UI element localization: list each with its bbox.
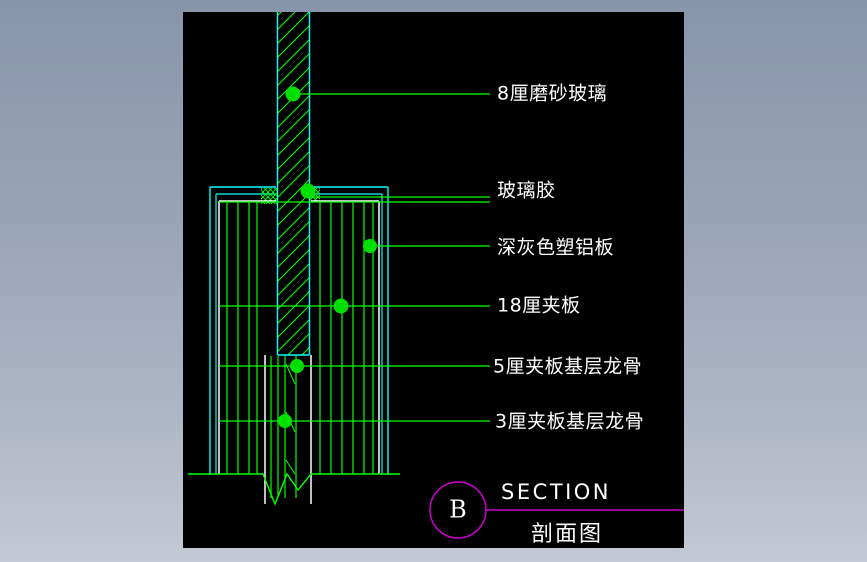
center-keel-detail (270, 356, 297, 498)
section-bubble-letter: B (449, 496, 467, 524)
leader-dot-plywood18 (333, 298, 349, 314)
keel-tick-3 (285, 459, 296, 475)
section-marker[interactable]: B SECTION 剖面图 (429, 480, 684, 547)
panel-cross-rules (219, 196, 490, 422)
cad-drawing-svg[interactable]: 8厘磨砂玻璃 玻璃胶 深灰色塑铝板 18厘夹板 5厘夹板基层龙骨 3厘夹板基层龙… (183, 12, 684, 548)
leader-dot-keel5 (290, 359, 304, 373)
label-keel-3: 3厘夹板基层龙骨 (495, 411, 644, 433)
keel-tick-1 (285, 363, 296, 385)
leader-dots (278, 86, 377, 428)
label-glass: 8厘磨砂玻璃 (497, 83, 607, 105)
label-keel-5: 5厘夹板基层龙骨 (493, 356, 642, 378)
label-plywood-18: 18厘夹板 (497, 295, 581, 317)
glue-bead-left (261, 188, 277, 204)
plywood-hatch-left (226, 202, 258, 474)
aluminum-panel-box (209, 186, 389, 475)
glass-pane-assembly (276, 12, 311, 356)
glass-hatch-fill (277, 12, 310, 355)
section-title-en: SECTION (501, 480, 611, 504)
base-profile (188, 472, 400, 506)
annotation-labels: 8厘磨砂玻璃 玻璃胶 深灰色塑铝板 18厘夹板 5厘夹板基层龙骨 3厘夹板基层龙… (493, 83, 644, 433)
label-glass-glue: 玻璃胶 (497, 180, 556, 202)
cad-drawing-canvas[interactable]: 8厘磨砂玻璃 玻璃胶 深灰色塑铝板 18厘夹板 5厘夹板基层龙骨 3厘夹板基层龙… (183, 12, 684, 548)
section-title-cn: 剖面图 (531, 522, 603, 547)
glass-glue-bead (261, 188, 320, 204)
label-aluminum-panel: 深灰色塑铝板 (497, 237, 614, 259)
glue-bead-right (310, 188, 320, 202)
leader-dot-glue (300, 183, 316, 199)
leader-dot-glass (285, 86, 301, 102)
baseline-with-notch (188, 472, 400, 506)
leader-dot-keel3 (278, 414, 292, 428)
leader-dot-aluminum (363, 239, 377, 253)
